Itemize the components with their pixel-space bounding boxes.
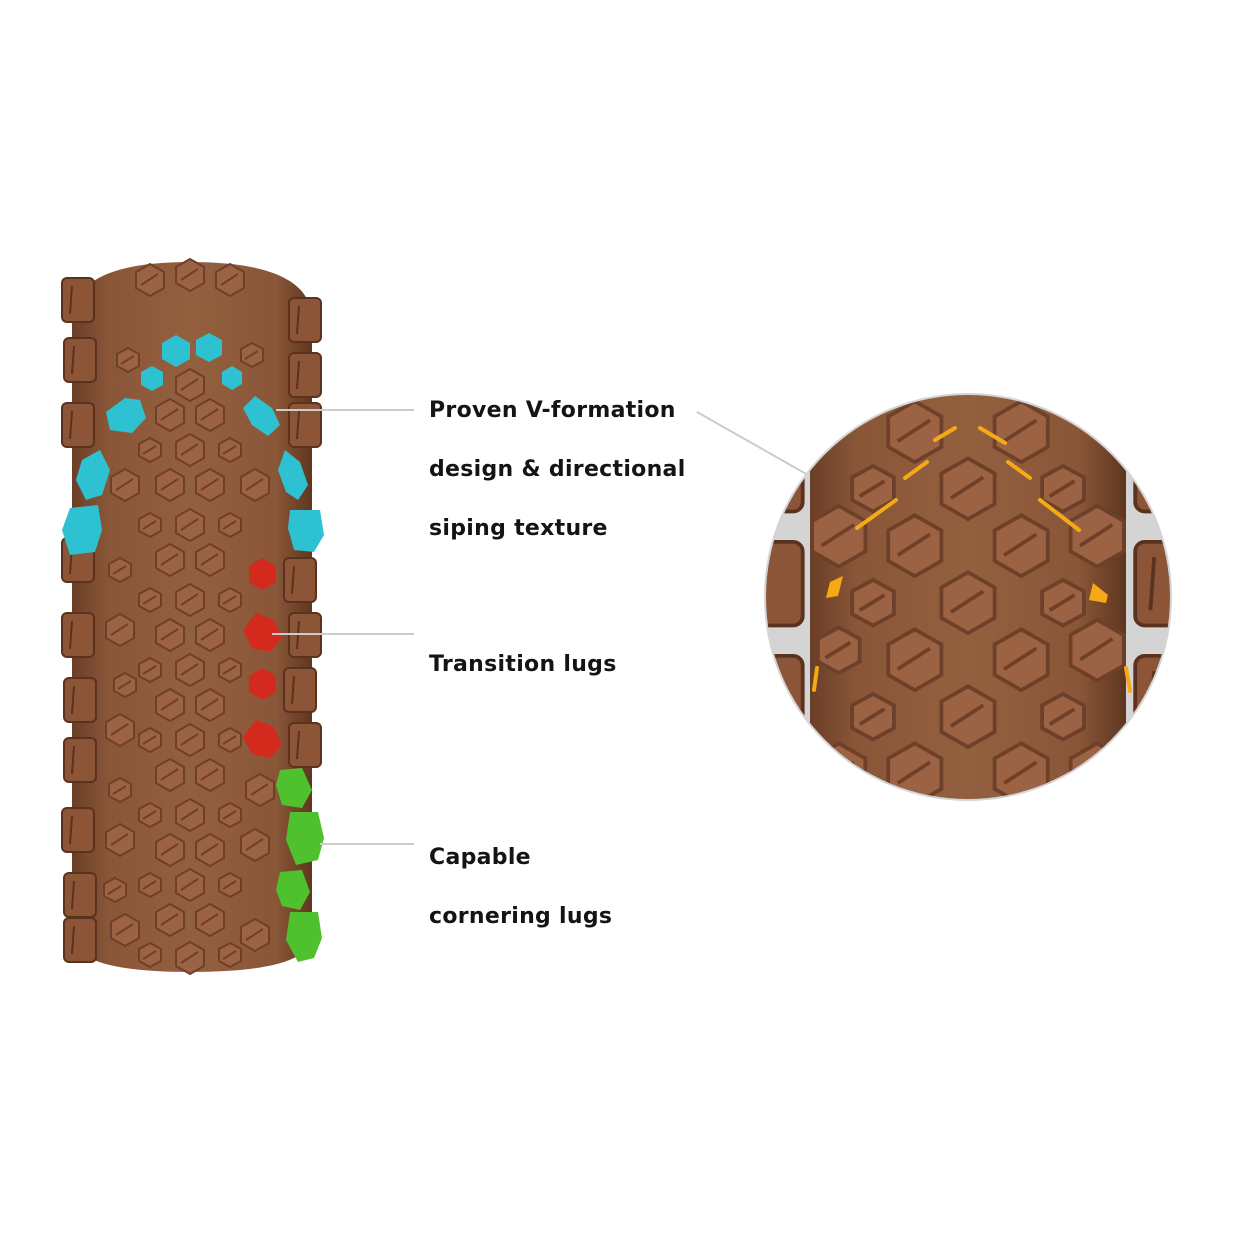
v-formation-lugs bbox=[62, 333, 324, 555]
detail-inset bbox=[764, 393, 1172, 801]
siping-notch-right bbox=[1089, 583, 1108, 603]
callout-transition: Transition lugs bbox=[429, 620, 617, 709]
callout-cornering-line-2: cornering lugs bbox=[429, 903, 613, 929]
callout-v-formation-line-1: Proven V-formation bbox=[429, 397, 676, 423]
cornering-lugs bbox=[276, 768, 324, 962]
tire-body bbox=[61, 258, 322, 975]
callout-v-formation: Proven V-formation design & directional … bbox=[429, 366, 686, 573]
callout-transition-line-1: Transition lugs bbox=[429, 651, 617, 677]
siping-notch-left bbox=[826, 576, 843, 598]
transition-lugs bbox=[243, 558, 282, 758]
leader-line-inset bbox=[696, 411, 809, 476]
siping-highlights bbox=[812, 426, 1132, 693]
callout-v-formation-line-2: design & directional bbox=[429, 456, 686, 482]
callout-cornering-line-1: Capable bbox=[429, 844, 531, 870]
callout-v-formation-line-3: siping texture bbox=[429, 515, 608, 541]
leader-lines bbox=[272, 409, 809, 845]
callout-cornering: Capable cornering lugs bbox=[429, 813, 612, 961]
